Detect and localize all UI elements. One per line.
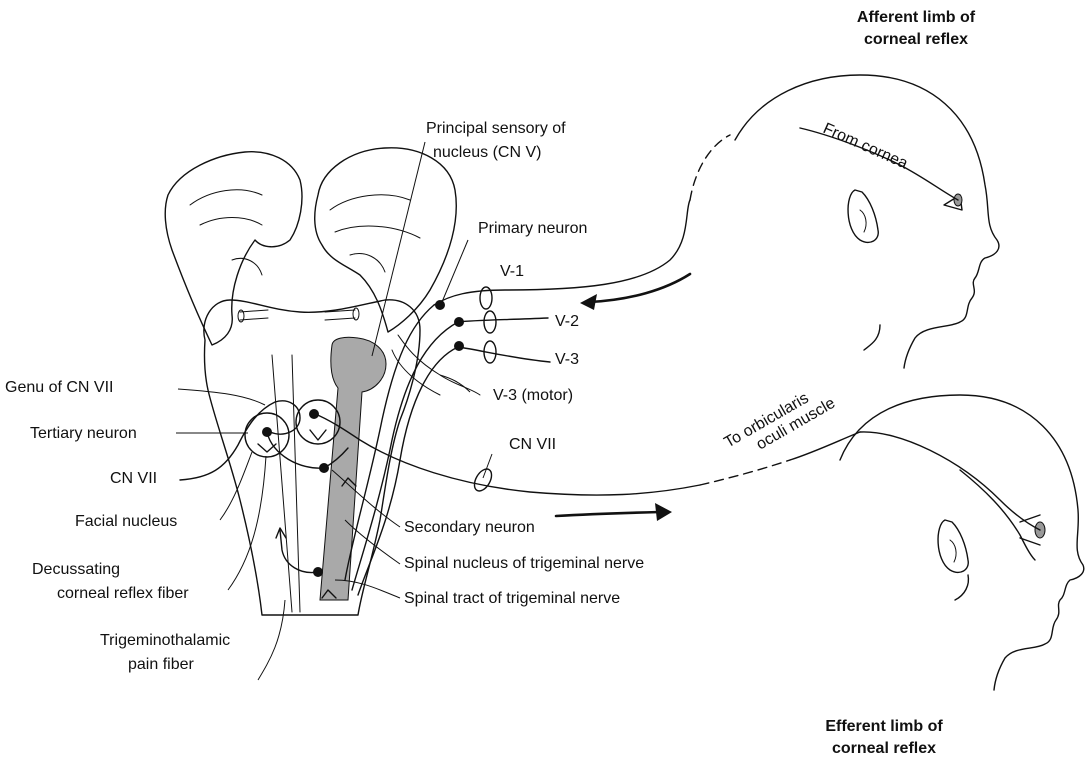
brainstem [165,148,480,615]
primary-neuron-dot [435,300,445,310]
secondary-neuron-dot [319,463,329,473]
primary-neuron-label: Primary neuron [478,220,587,237]
trigeminothalamic-label-line1: Trigeminothalamic [100,632,230,649]
secondary-neuron-label: Secondary neuron [404,519,535,536]
spinal-nucleus-label: Spinal nucleus of trigeminal nerve [404,555,644,572]
left-cerebral-peduncle [165,152,302,345]
decussating-label-line2: corneal reflex fiber [57,585,189,602]
decussating-label-line1: Decussating [32,561,120,578]
genu-cn-vii-label: Genu of CN VII [5,379,114,396]
direction-arrows [556,274,690,521]
cn-vii-nerve-ellipse [471,466,495,494]
from-cornea-label: From cornea [820,120,910,172]
cn-vii-left-label: CN VII [110,470,157,487]
efferent-title-line2: corneal reflex [832,740,936,757]
v3-motor-label: V-3 (motor) [493,387,573,404]
spinal-tract-label: Spinal tract of trigeminal nerve [404,590,620,607]
diagram-labels: Afferent limb of corneal reflex Efferent… [5,9,976,757]
v2-label: V-2 [555,313,579,330]
v1-label: V-1 [500,263,524,280]
efferent-title-line1: Efferent limb of [825,718,943,735]
afferent-head [735,75,999,368]
afferent-title-line1: Afferent limb of [857,9,976,26]
v3-label: V-3 [555,351,579,368]
tertiary-neuron-dot [262,427,272,437]
efferent-head [840,395,1084,690]
facial-nucleus-label: Facial nucleus [75,513,177,530]
principal-sensory-label-line1: Principal sensory of [426,120,566,137]
spinal-trigeminal-nucleus-column [320,337,386,600]
afferent-title-line2: corneal reflex [864,31,968,48]
tertiary-neuron-label: Tertiary neuron [30,425,137,442]
principal-sensory-label-line2: nucleus (CN V) [433,144,541,161]
cn-vii-right-label: CN VII [509,436,556,453]
trigeminothalamic-label-line2: pain fiber [128,656,194,673]
facial-motor-circle [296,400,340,444]
